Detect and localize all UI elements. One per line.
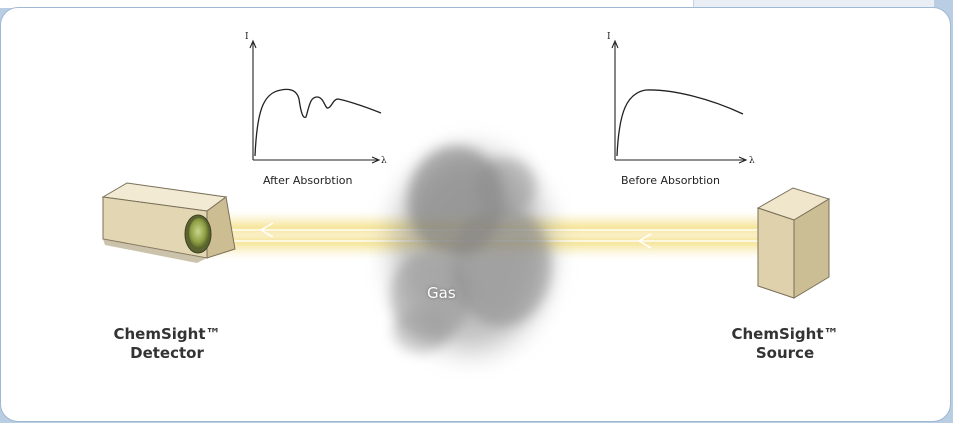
detector-label-line1: ChemSight™ [113,325,221,343]
source-label: ChemSight™ Source [725,325,845,363]
diagram-panel: I λ I λ After Absorbtion Before Absorbti… [0,7,951,422]
after-absorbtion-graph [249,39,382,164]
before-absorbtion-graph [611,39,748,164]
top-left-strip [0,0,693,8]
source-device [756,187,831,299]
after-axis-x-letter: λ [381,156,387,166]
detector-label-line2: Detector [130,344,204,362]
detector-device [101,182,236,263]
before-axis-x-letter: λ [749,156,755,166]
gas-label: Gas [427,284,456,302]
diagram-svg [101,39,831,353]
gas-cloud [391,146,551,353]
after-absorbtion-curve [254,88,382,157]
after-axis-y-letter: I [245,32,249,42]
before-absorbtion-caption: Before Absorbtion [621,174,721,187]
before-absorbtion-curve [616,89,744,157]
source-label-line2: Source [755,344,815,362]
source-label-line1: ChemSight™ [731,325,839,343]
detector-label: ChemSight™ Detector [107,325,227,363]
top-tab [693,0,934,8]
after-absorbtion-caption: After Absorbtion [263,174,353,187]
before-axis-y-letter: I [607,32,611,42]
